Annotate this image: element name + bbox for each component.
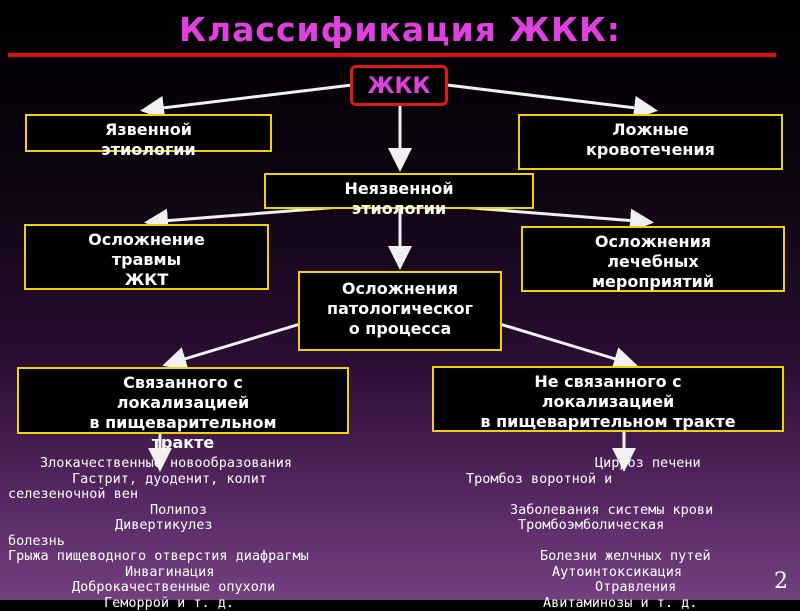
list-item-right: Болезни желчных путей <box>540 548 711 564</box>
node-false-bleeding: Ложные кровотечения <box>518 114 783 170</box>
node-non-ulcer: Неязвенной этиологии <box>264 173 534 218</box>
page-number: 2 <box>774 569 788 594</box>
list-item-right: Отравления <box>595 579 677 595</box>
arrow-pathology-local <box>162 316 321 371</box>
list-item-right: Заболевания системы крови <box>510 501 714 518</box>
node-pathology: Осложнения патологическог о процесса <box>298 271 502 351</box>
node-ulcer: Язвенной этиологии <box>25 114 272 159</box>
list-item-left: Дивертикулез <box>115 517 213 533</box>
arrow-root-ulcer <box>140 83 353 120</box>
arrow-pathology-nonlocal <box>479 316 638 371</box>
list-item-left: Доброкачественные опухоли <box>72 579 276 595</box>
title-divider <box>8 53 776 57</box>
list-item-right: Тромбоэмболическая <box>518 517 665 533</box>
list-item-left: селезеночной вен <box>8 486 139 502</box>
list-item-right: Аутоинтоксикация <box>552 563 683 580</box>
list-item-left: Инвагинация <box>125 563 215 580</box>
list-item-left: Геморрой и т. д. <box>104 594 235 611</box>
list-item-right: Тромбоз воротной и <box>466 470 613 487</box>
list-item-right: Цирроз печени <box>595 455 701 471</box>
list-item-left: Гастрит, дуоденит, колит <box>72 470 268 487</box>
list-item-left: Злокачественные новообразования <box>40 455 292 471</box>
node-localized: Связанного с локализацией в пищеваритель… <box>17 367 349 452</box>
list-item-left: Грыжа пищеводного отверстия диафрагмы <box>8 548 309 564</box>
node-trauma: Осложнение травмы ЖКТ <box>24 224 269 290</box>
slide-title: Классификация ЖКК: <box>179 10 621 49</box>
arrow-nonulcer-treatment <box>459 205 654 233</box>
root-node: ЖКК <box>350 65 448 106</box>
list-item-left: Полипоз <box>150 501 207 518</box>
node-treatment: Осложнения лечебных мероприятий <box>521 226 785 292</box>
disease-lists: Злокачественные новообразования Цирроз пе… <box>0 455 800 611</box>
list-item-left: болезнь <box>8 532 65 549</box>
list-item-right: Авитаминозы и т. д. <box>543 594 698 611</box>
arrow-nonulcer-trauma <box>144 205 341 233</box>
node-not-localized: Не связанного с локализацией в пищеварит… <box>432 366 784 432</box>
arrow-root-false <box>446 83 658 120</box>
